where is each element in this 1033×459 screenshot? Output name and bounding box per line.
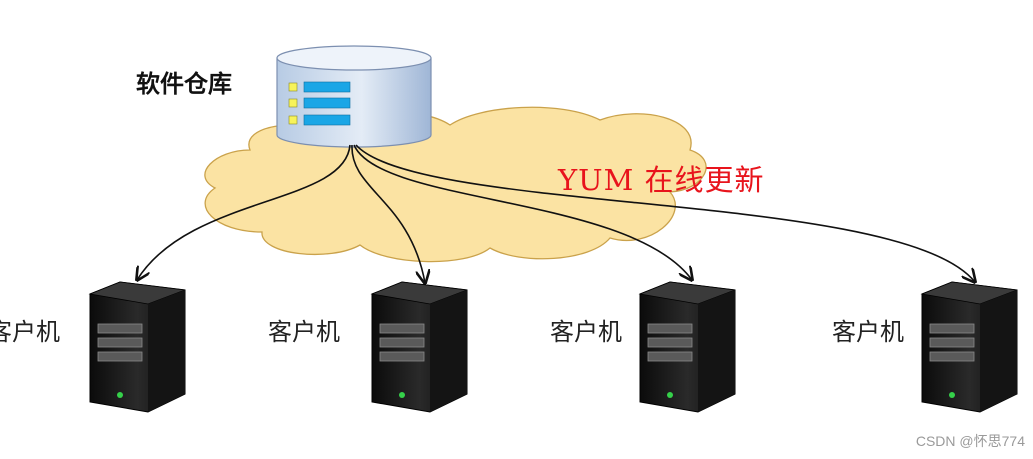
client-server-icon bbox=[370, 281, 468, 413]
client-server-icon bbox=[638, 281, 736, 413]
watermark: CSDN @怀思774 bbox=[915, 433, 1025, 449]
client-label-2: 客户机 bbox=[268, 318, 340, 346]
client-label-4: 客户机 bbox=[832, 318, 904, 346]
update-arrow-client-1 bbox=[137, 144, 351, 280]
yum-update-label: YUM 在线更新 bbox=[558, 163, 765, 197]
update-arrow-client-3 bbox=[353, 144, 692, 280]
repository-label: 软件仓库 bbox=[136, 70, 232, 98]
repository-database-icon bbox=[276, 45, 432, 148]
update-arrow-client-2 bbox=[351, 144, 425, 283]
client-label-3: 客户机 bbox=[550, 318, 622, 346]
client-label-1: 客户机 bbox=[0, 318, 60, 346]
client-server-icon bbox=[88, 281, 186, 413]
client-server-icon bbox=[920, 281, 1018, 413]
update-arrow-client-4 bbox=[355, 144, 975, 282]
